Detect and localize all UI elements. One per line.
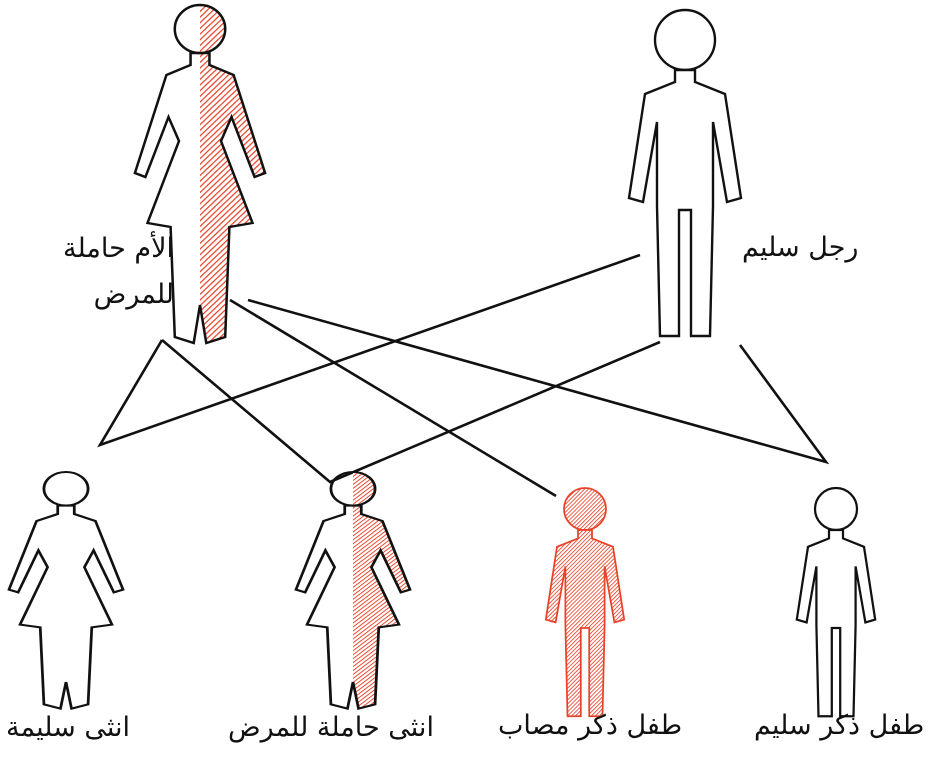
father-figure xyxy=(627,8,743,338)
child-label-affected-male: طفل ذكر مصاب xyxy=(498,710,683,741)
mother-to-carrier-female-line xyxy=(161,339,661,484)
mother-to-healthy-male-line xyxy=(247,298,830,465)
child-healthy-male-figure xyxy=(795,486,877,718)
child-label-healthy-male: طفل ذكر سليم xyxy=(754,710,925,741)
mother-to-affected-male-line xyxy=(229,298,557,498)
child-affected-male-figure xyxy=(544,487,626,718)
child-label-carrier-female: انثى حاملة للمرض xyxy=(228,712,434,743)
mother-label: الأم حاملة للمرض xyxy=(63,233,174,310)
child-carrier-female-figure xyxy=(294,470,412,710)
mother-to-healthy-female-line xyxy=(97,253,641,448)
father-label: رجل سليم xyxy=(742,232,859,263)
child-label-healthy-female: انثى سليمة xyxy=(6,712,131,743)
lineage-lines xyxy=(97,253,830,498)
child-healthy-female-figure xyxy=(7,470,125,710)
